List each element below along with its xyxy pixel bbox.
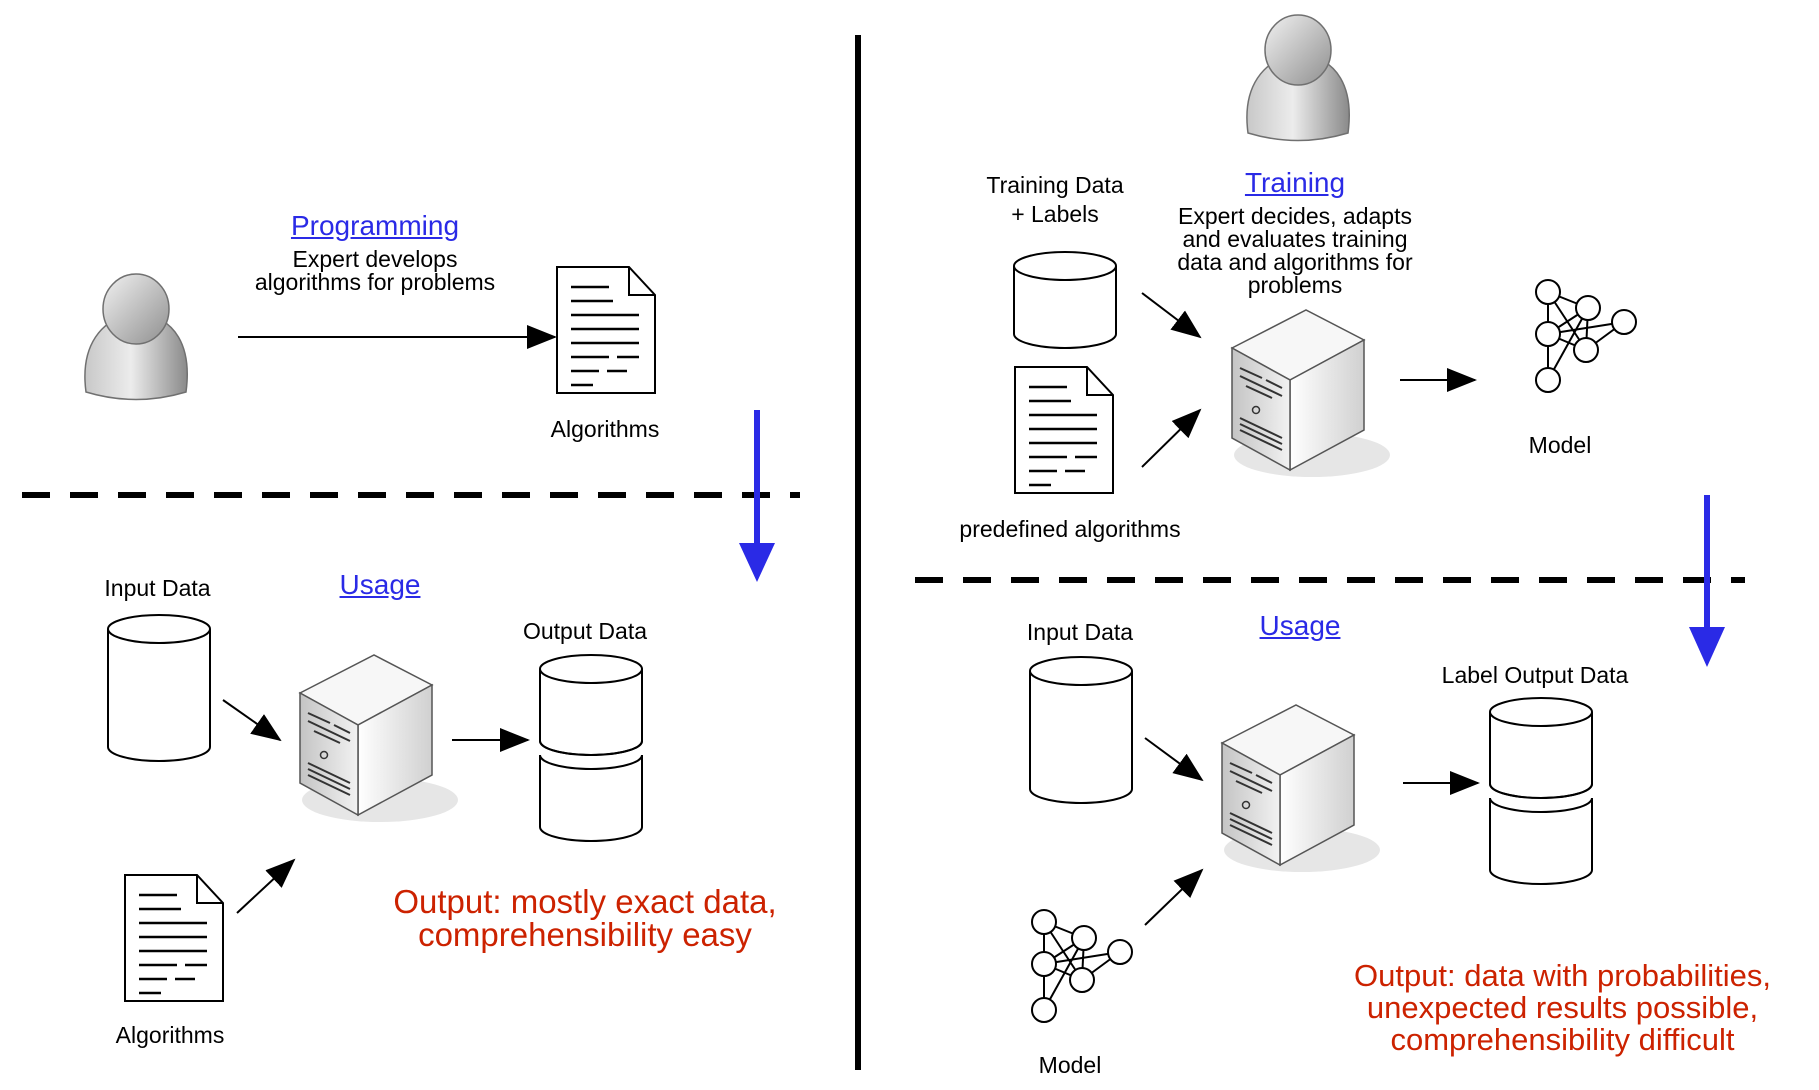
input-data-label: Input Data <box>104 575 211 601</box>
server-icon <box>298 654 458 822</box>
flow-arrow-icon <box>739 410 775 582</box>
document-icon <box>124 874 224 1002</box>
training-data-label: Training Data + Labels <box>986 172 1124 227</box>
algorithms-label: Algorithms <box>550 416 660 442</box>
training-heading[interactable]: Training <box>1244 167 1346 198</box>
training-description: Expert decides, adapts and evaluates tra… <box>1177 203 1413 298</box>
flow-arrow-icon <box>1689 495 1725 667</box>
server-icon <box>1220 704 1380 872</box>
arrow-icon <box>1144 737 1204 782</box>
user-icon <box>1246 14 1350 142</box>
output-result-text: Output: mostly exact data, comprehensibi… <box>393 883 777 953</box>
server-icon <box>1230 309 1390 477</box>
database-icon <box>1029 656 1133 804</box>
database-icon <box>539 654 643 842</box>
document-icon <box>556 266 656 394</box>
arrow-icon <box>1144 868 1204 926</box>
neural-network-icon <box>1031 909 1133 1023</box>
neural-network-icon <box>1535 279 1637 393</box>
predefined-algorithms-label: predefined algorithms <box>959 516 1181 542</box>
model-label: Model <box>1528 432 1592 458</box>
programming-heading[interactable]: Programming <box>290 210 460 241</box>
algorithms-label: Algorithms <box>115 1022 225 1048</box>
database-icon <box>107 614 211 762</box>
database-icon <box>1489 697 1593 885</box>
arrow-icon <box>1141 408 1202 468</box>
output-result-text: Output: data with probabilities, unexpec… <box>1353 958 1772 1057</box>
usage-heading-right[interactable]: Usage <box>1259 610 1341 641</box>
database-icon <box>1013 251 1117 349</box>
label-output-data-label: Label Output Data <box>1441 662 1629 688</box>
usage-heading-left[interactable]: Usage <box>339 569 421 600</box>
document-icon <box>1014 366 1114 494</box>
output-data-label: Output Data <box>522 618 648 644</box>
arrow-icon <box>1141 292 1202 339</box>
arrow-icon <box>236 858 296 914</box>
programming-description: Expert develops algorithms for problems <box>254 246 496 295</box>
user-icon <box>84 273 188 401</box>
arrow-icon <box>222 699 282 742</box>
model-label: Model <box>1038 1052 1102 1078</box>
input-data-label: Input Data <box>1026 619 1134 645</box>
